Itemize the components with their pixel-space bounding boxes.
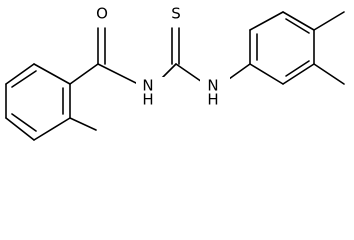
atom-label-n1: N [142, 77, 153, 95]
ring-carbonyl-bond [69, 63, 99, 85]
benzene-ring-right [249, 11, 315, 85]
benzene-ring-left [5, 63, 71, 141]
atom-label-h2: H [207, 91, 218, 109]
atom-nitrogen-aryl: N H [200, 77, 230, 109]
amide-n-bond [97, 63, 139, 85]
atom-label-o: O [96, 5, 108, 23]
atom-nitrogen-amide: N H [136, 77, 166, 109]
atom-sulfur: S [167, 2, 185, 24]
methyl-bond-left [69, 117, 97, 131]
methyl-bond-right-top [313, 11, 345, 31]
methyl-bond-right-bottom [313, 63, 345, 85]
chemical-structure: O S N H N H [5, 2, 345, 141]
atom-oxygen: O [92, 2, 110, 24]
atom-label-h1: H [142, 91, 153, 109]
atom-label-s: S [171, 5, 181, 23]
atom-label-n2: N [207, 77, 218, 95]
